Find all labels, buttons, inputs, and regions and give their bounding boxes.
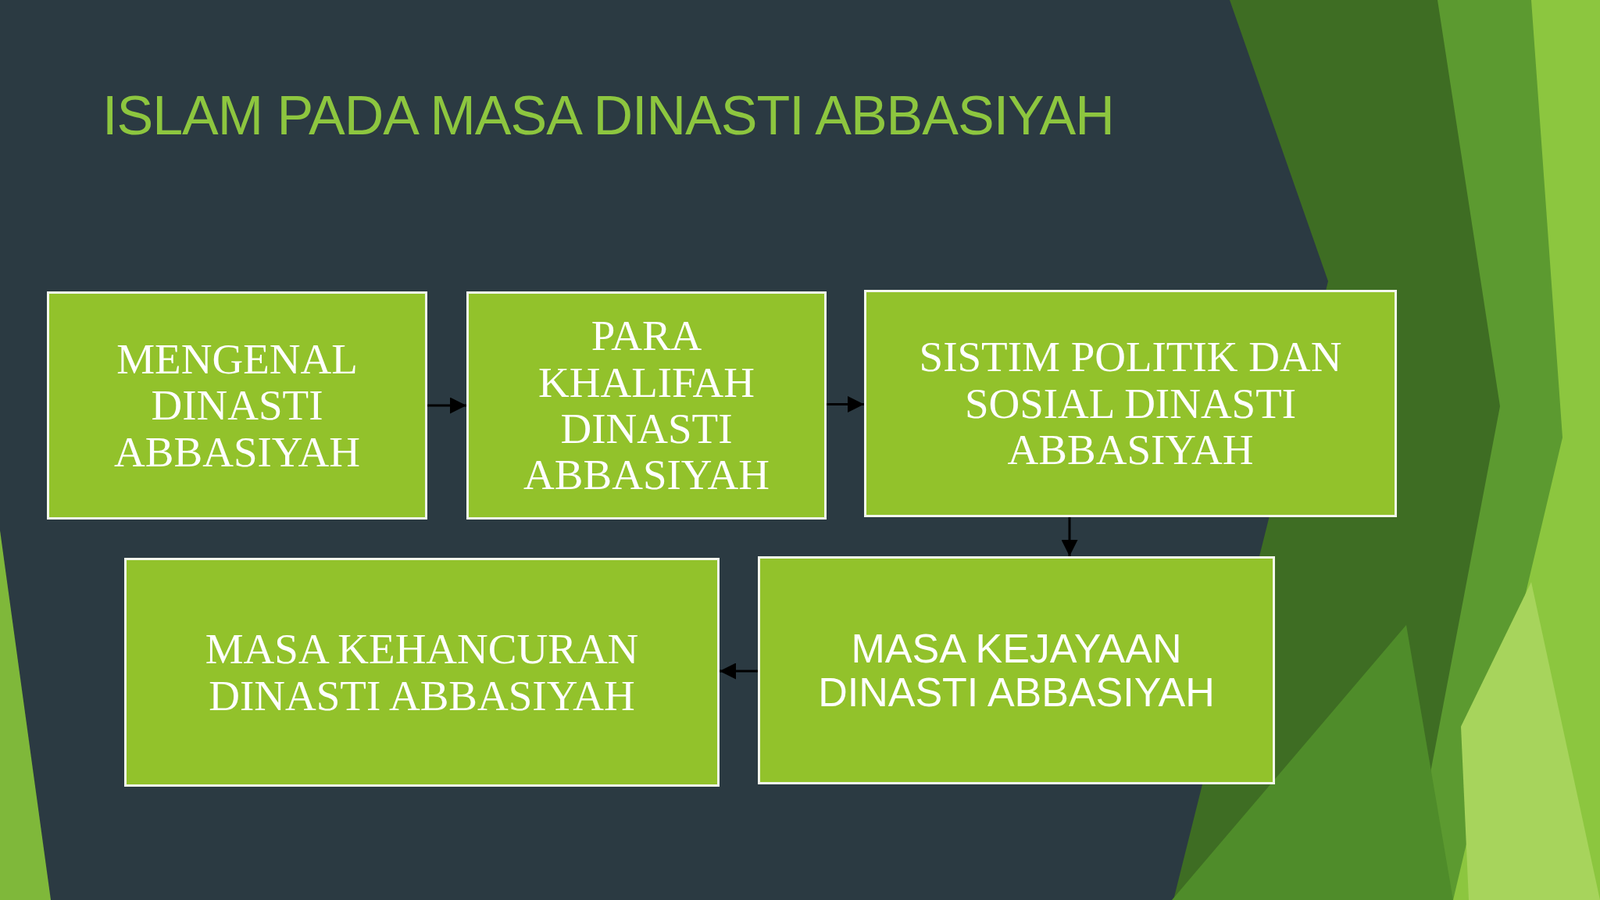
shard	[1453, 0, 1600, 900]
box-label: SISTIM POLITIK DAN SOSIAL DINASTI ABBASI…	[883, 333, 1378, 473]
slide-title: ISLAM PADA MASA DINASTI ABBASIYAH	[102, 84, 1115, 147]
box-label: MASA KEJAYAAN DINASTI ABBASIYAH	[777, 626, 1256, 715]
flow-arrow	[1068, 517, 1072, 557]
shard	[1406, 0, 1600, 900]
shard	[0, 530, 51, 900]
process-box: MASA KEJAYAAN DINASTI ABBASIYAH	[757, 556, 1275, 785]
box-label: MENGENAL DINASTI ABBASIYAH	[66, 335, 408, 475]
process-box: PARA KHALIFAH DINASTI ABBASIYAH	[466, 291, 827, 520]
process-box: SISTIM POLITIK DAN SOSIAL DINASTI ABBASI…	[864, 289, 1397, 518]
box-label: MASA KEHANCURAN DINASTI ABBASIYAH	[143, 625, 700, 719]
flow-arrow	[427, 404, 467, 408]
flow-arrow	[826, 403, 865, 406]
box-label: PARA KHALIFAH DINASTI ABBASIYAH	[485, 312, 808, 499]
process-box: MENGENAL DINASTI ABBASIYAH	[46, 291, 428, 520]
process-box: MASA KEHANCURAN DINASTI ABBASIYAH	[124, 557, 720, 787]
shard	[1460, 582, 1600, 900]
flow-arrow	[719, 670, 758, 673]
